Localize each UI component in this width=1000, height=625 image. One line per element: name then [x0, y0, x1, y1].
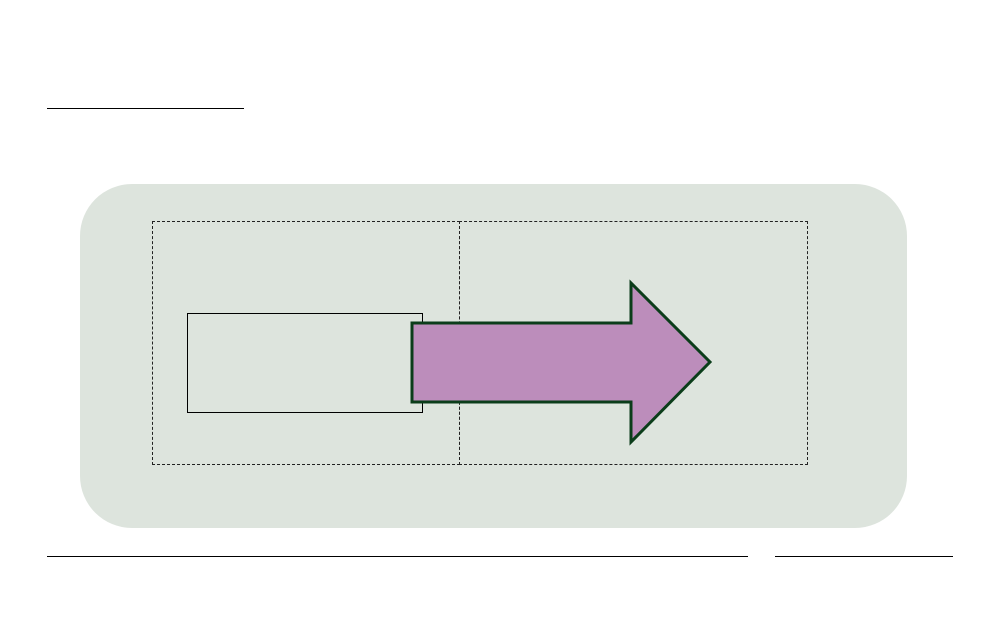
- side-note-rule: [775, 556, 953, 557]
- source-box: [187, 313, 423, 413]
- title-underline: [47, 108, 244, 109]
- caption-rule: [47, 556, 748, 557]
- right-dashed-region: [459, 221, 808, 465]
